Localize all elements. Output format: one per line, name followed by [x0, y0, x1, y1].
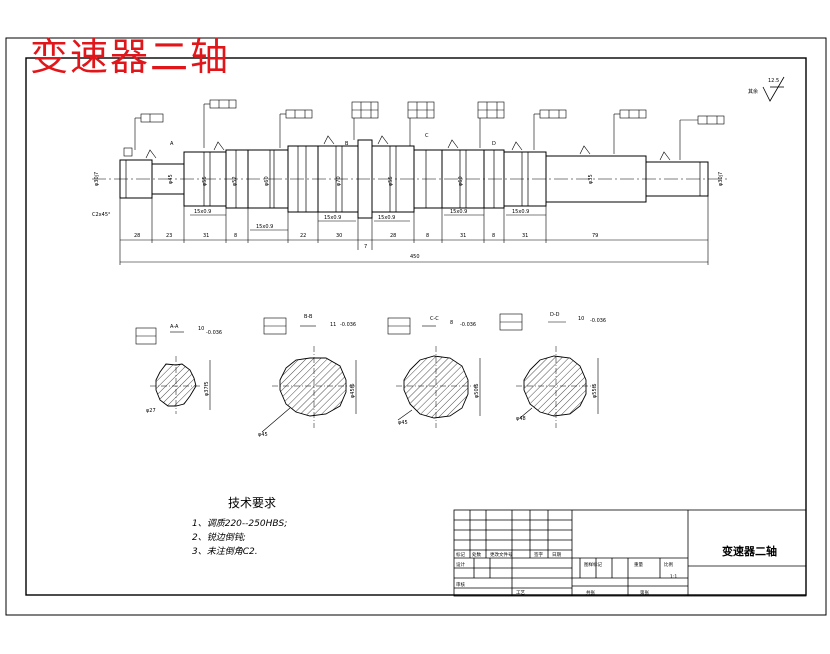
segment-length-label: 31 — [460, 233, 466, 239]
tech-requirement-item: 1、调质220--250HBS; — [192, 519, 288, 529]
section-diam: φ48 — [516, 416, 526, 422]
segment-length-label: 23 — [166, 233, 172, 239]
segment-length-label: 8 — [492, 233, 495, 239]
tb-label: 处数 — [472, 551, 481, 558]
segment-length-label: 7 — [364, 244, 367, 250]
tb-label: 第张 — [640, 589, 649, 596]
diameter-label: φ52 — [232, 176, 238, 186]
section-tol: -0.036 — [590, 318, 606, 324]
diameter-label: φ60 — [264, 176, 270, 186]
chamfer-label: C2x45° — [92, 212, 111, 218]
section-dim: 10 — [198, 326, 204, 332]
main-view-labels: 450 28 23 31 8 22 30 7 28 8 31 8 31 79 1… — [92, 78, 779, 260]
keyway-label: 15x0.9 — [194, 209, 211, 215]
keyway-label: 15x0.9 — [256, 224, 273, 230]
diameter-label: φ70 — [336, 176, 342, 186]
title-block-part-name: 变速器二轴 — [722, 545, 777, 558]
segment-length-label: 31 — [203, 233, 209, 239]
diameter-label: φ30j7 — [94, 172, 100, 186]
section-label: B-B — [304, 314, 313, 320]
tech-requirement-item: 3、未注倒角C2. — [192, 547, 258, 557]
segment-length-label: 8 — [234, 233, 237, 239]
title-block — [453, 509, 807, 597]
inner-frame — [25, 57, 807, 596]
section-label: C-C — [430, 316, 439, 322]
datum-label: C — [425, 133, 429, 139]
diameter-label: φ60 — [458, 176, 464, 186]
keyway-label: 15x0.9 — [450, 209, 467, 215]
section-dim: 10 — [578, 316, 584, 322]
section-tol: -0.036 — [460, 322, 476, 328]
segment-length-label: 22 — [300, 233, 306, 239]
datum-label: D — [492, 141, 496, 147]
tb-label: 签字 — [534, 551, 543, 558]
section-tol: -0.036 — [206, 330, 222, 336]
tb-label: 图样标记 — [584, 561, 602, 568]
title-block-labels: 标记 处数 更改文件号 签字 日期 设计 审核 工艺 图样标记 重量 比例 1:… — [456, 551, 677, 596]
section-d-view — [499, 313, 599, 428]
segment-length-label: 28 — [390, 233, 396, 239]
drawing-heading: 变速器二轴 — [30, 35, 231, 79]
section-c-view — [387, 317, 481, 428]
keyway-label: 15x0.9 — [512, 209, 529, 215]
datum-label: B — [345, 141, 349, 147]
keyway-label: 15x0.9 — [378, 215, 395, 221]
surface-finish-mark — [762, 76, 785, 102]
section-dim: 11 — [330, 322, 336, 328]
section-dim: 8 — [450, 320, 453, 326]
diameter-label: φ55 — [202, 176, 208, 186]
tech-requirement-item: 2、锐边倒钝; — [192, 533, 246, 543]
surface-finish-value: 12.5 — [768, 78, 779, 84]
section-diam: φ45 — [398, 420, 408, 426]
diameter-labels: φ30j7 φ45 φ55 φ52 φ60 φ70 φ55 φ60 φ35 φ3… — [94, 172, 724, 186]
section-outer: φ55f5 — [592, 383, 598, 398]
section-tol: -0.036 — [340, 322, 356, 328]
section-label: D-D — [550, 312, 560, 318]
section-labels: A-A 10 -0.036 φ27 φ37f5 B-B 11 -0.036 φ4… — [146, 312, 606, 438]
tb-label: 共张 — [586, 589, 595, 596]
tb-label: 设计 — [456, 561, 465, 568]
segment-length-label: 30 — [336, 233, 342, 239]
section-outer: φ45f6 — [350, 383, 356, 398]
section-b-view — [261, 317, 357, 433]
tb-label: 更改文件号 — [490, 551, 513, 558]
segment-length-label: 31 — [522, 233, 528, 239]
tb-label: 标记 — [456, 551, 465, 558]
datum-label: A — [170, 141, 174, 147]
tb-label: 审核 — [456, 581, 465, 588]
section-outer: φ37f5 — [204, 381, 210, 396]
section-outer: φ50f5 — [474, 383, 480, 398]
section-a-view — [135, 327, 211, 414]
tb-label: 日期 — [552, 552, 561, 558]
tb-label: 工艺 — [516, 590, 525, 596]
segment-length-label: 79 — [592, 233, 598, 239]
keyway-label: 15x0.9 — [324, 215, 341, 221]
diameter-label: φ45 — [168, 174, 174, 184]
diameter-label: φ30j7 — [718, 172, 724, 186]
overall-length-label: 450 — [410, 254, 420, 260]
segment-length-label: 8 — [426, 233, 429, 239]
tech-requirements-title: 技术要求 — [228, 496, 277, 510]
surface-finish-note: 其余 — [748, 88, 758, 95]
diameter-label: φ55 — [388, 176, 394, 186]
shaft-main-view — [92, 99, 730, 265]
diameter-label: φ35 — [588, 174, 594, 184]
tb-label: 比例 — [664, 561, 673, 568]
section-diam: φ27 — [146, 408, 156, 414]
tb-scale: 1:1 — [670, 574, 677, 580]
tb-label: 重量 — [634, 561, 643, 568]
section-label: A-A — [170, 324, 179, 330]
segment-length-label: 28 — [134, 233, 140, 239]
outer-frame — [5, 37, 827, 616]
section-diam: φ45 — [258, 432, 268, 438]
